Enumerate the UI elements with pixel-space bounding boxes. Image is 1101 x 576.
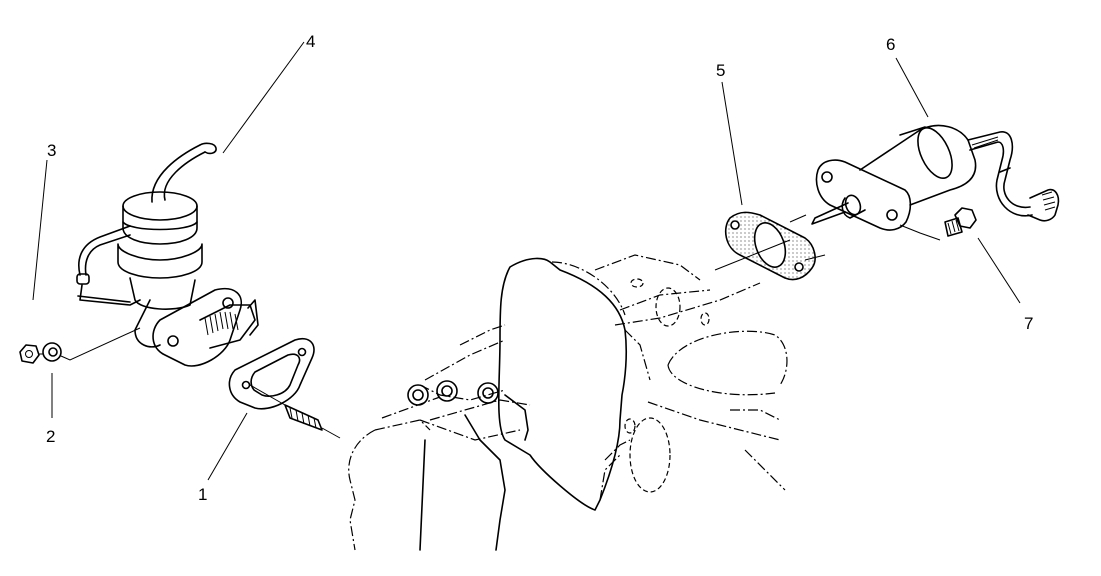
callout-2: 2 bbox=[46, 427, 56, 446]
part-5-gasket bbox=[714, 211, 826, 281]
callout-4: 4 bbox=[306, 32, 316, 51]
callout-3: 3 bbox=[47, 141, 57, 160]
part-6-stop-solenoid bbox=[811, 124, 1060, 241]
callout-7: 7 bbox=[1024, 314, 1034, 333]
stud bbox=[249, 384, 341, 439]
part-1-gasket bbox=[228, 338, 315, 410]
leader-lines bbox=[32, 41, 1021, 481]
part-3-nut bbox=[19, 344, 40, 364]
assembly-centerline bbox=[39, 327, 141, 361]
part-2-washer bbox=[42, 342, 62, 362]
callout-5: 5 bbox=[716, 61, 726, 80]
callout-6: 6 bbox=[886, 35, 896, 54]
engine-block-outline bbox=[348, 254, 788, 551]
part-7-bolt bbox=[944, 207, 977, 237]
part-4-fuel-pump bbox=[76, 142, 259, 367]
callout-1: 1 bbox=[198, 485, 208, 504]
